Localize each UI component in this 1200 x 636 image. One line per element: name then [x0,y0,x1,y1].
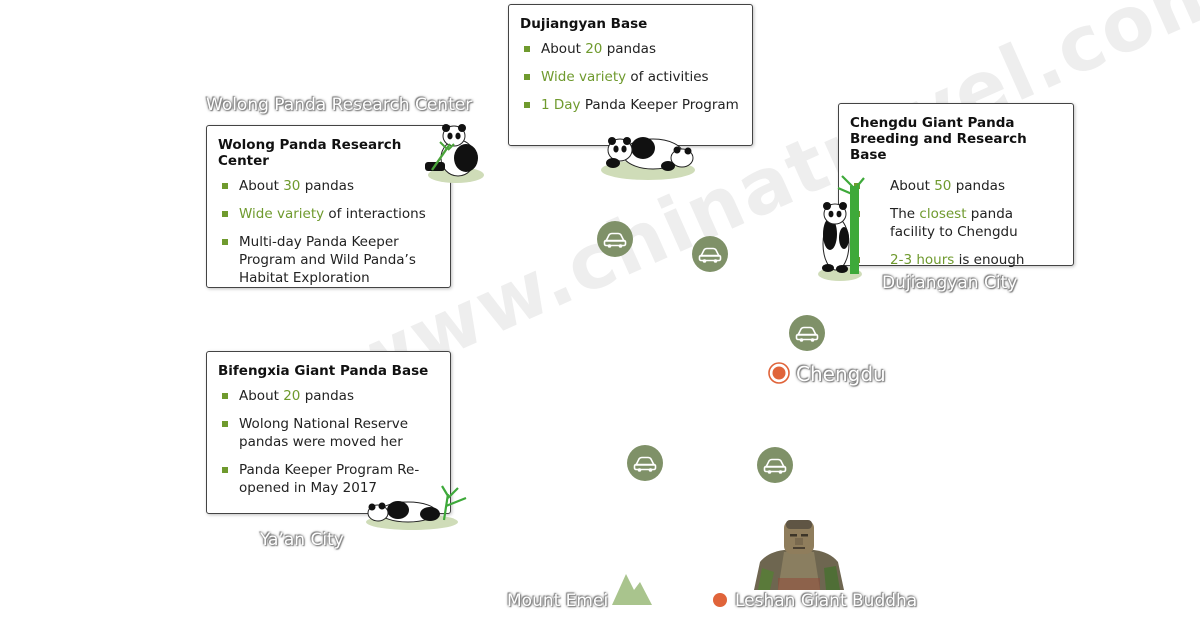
card-item: Panda Keeper Program Re-opened in May 20… [218,461,438,497]
car-marker[interactable] [789,315,825,351]
yaan-city-label: Ya’an City [260,530,344,550]
card-title: Wolong Panda Research Center [218,137,402,169]
card-bifengxia-panda-base[interactable]: Bifengxia Giant Panda Base About 20 pand… [206,351,451,514]
mountain-icon [612,574,652,605]
card-item: 1 Day Panda Keeper Program [520,96,740,114]
leshan-label: Leshan Giant Buddha [735,591,918,611]
card-item: About 50 pandas [850,177,1061,195]
card-dujiangyan-base[interactable]: Dujiangyan Base About 20 pandas Wide var… [508,4,753,146]
card-title: Chengdu Giant Panda Breeding and Researc… [850,115,1027,163]
car-icon [698,247,722,263]
wolong-map-label: Wolong Panda Research Center [206,95,473,115]
panda-icon [601,137,695,180]
car-marker[interactable] [627,445,663,481]
card-item: The closest panda facility to Chengdu [850,205,1061,241]
card-item: Multi-day Panda Keeper Program and Wild … [218,233,438,287]
city-marker-icon[interactable] [712,592,728,608]
card-item: About 20 pandas [218,387,438,405]
car-icon [603,232,627,248]
card-item: 2-3 hours is enough [850,251,1061,269]
card-item: Wolong National Reserve pandas were move… [218,415,438,451]
chengdu-label: Chengdu [796,362,886,386]
city-marker-icon[interactable] [767,361,791,385]
card-item: About 30 pandas [218,177,438,195]
car-icon [763,458,787,474]
panda-icon [425,124,484,183]
car-marker[interactable] [757,447,793,483]
panda-icon [366,485,467,530]
card-item: Wide variety of interactions [218,205,438,223]
card-item: Wide variety of activities [520,68,740,86]
buddha-statue-icon [754,520,844,590]
card-title: Bifengxia Giant Panda Base [218,363,429,379]
card-item: About 20 pandas [520,40,740,58]
card-title: Dujiangyan Base [520,16,648,32]
car-marker[interactable] [692,236,728,272]
dujiangyan-city-label: Dujiangyan City [882,273,1018,293]
card-wolong-research-center[interactable]: Wolong Panda Research Center About 30 pa… [206,125,451,288]
bamboo-icon [818,175,865,281]
mount-emei-label: Mount Emei [507,591,609,611]
car-icon [633,456,657,472]
car-marker[interactable] [597,221,633,257]
card-chengdu-panda-base[interactable]: Chengdu Giant Panda Breeding and Researc… [838,103,1074,269]
car-icon [795,326,819,342]
